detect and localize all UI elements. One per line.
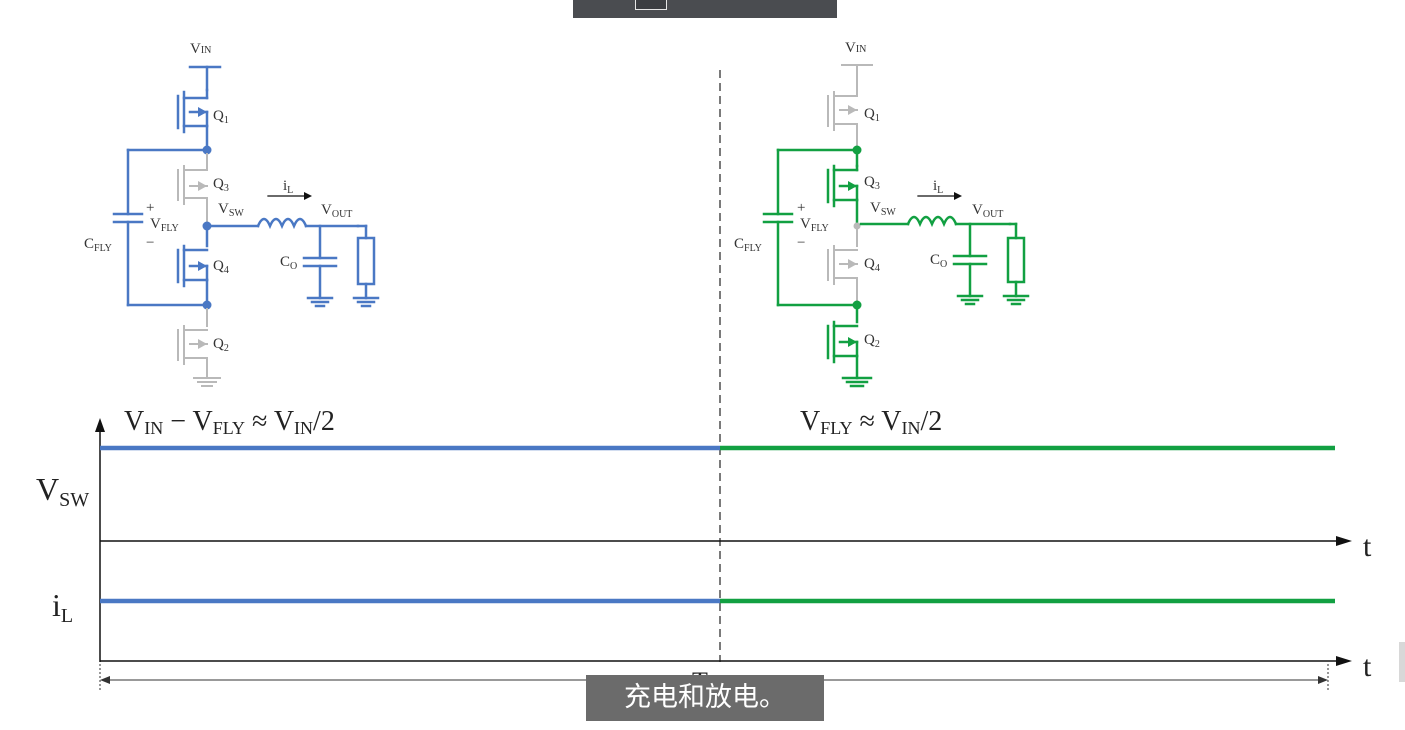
right-il-label: iL xyxy=(933,178,943,196)
right-circuit-labels: VIN Q1 Q3 Q4 Q2 iL VSW VOUT VFLY CFLY CO… xyxy=(734,40,1003,350)
control-button-icon[interactable] xyxy=(635,0,667,10)
left-cfly-label: CFLY xyxy=(84,236,112,254)
right-q3-arrow xyxy=(848,181,857,191)
left-inductor-path xyxy=(205,217,380,308)
right-vin-rail xyxy=(841,64,873,91)
right-node-sw xyxy=(853,222,861,230)
right-plus-sign: + xyxy=(797,200,805,216)
right-minus-sign: − xyxy=(797,235,805,251)
il-axis-label: iL xyxy=(52,587,73,627)
left-circuit xyxy=(112,65,380,387)
vsw-axis-label: VSW xyxy=(36,471,89,511)
left-q3-arrow xyxy=(198,181,207,191)
y-axis-arrow xyxy=(95,418,105,432)
il-time-axis-arrow xyxy=(1336,656,1352,666)
right-q1-arrow xyxy=(848,105,857,115)
left-q4-arrow xyxy=(198,261,207,271)
time-label-1: t xyxy=(1363,530,1372,563)
left-q2-arrow xyxy=(198,339,207,349)
left-q2-label: Q2 xyxy=(213,336,229,354)
right-q4-label: Q4 xyxy=(864,256,880,274)
left-il-label: iL xyxy=(283,178,293,196)
left-q4-label: Q4 xyxy=(213,258,229,276)
left-q1-label: Q1 xyxy=(213,108,229,126)
right-q2-arrow xyxy=(848,337,857,347)
right-cfly-loop xyxy=(762,148,859,307)
right-q4-arrow xyxy=(848,259,857,269)
time-label-2: t xyxy=(1363,650,1372,683)
waveform-labels: VIN − VFLY ≈ VIN/2 VFLY ≈ VIN/2 VSW iL t… xyxy=(36,406,1372,696)
left-minus-sign: − xyxy=(146,235,154,251)
right-voltage-equation: VFLY ≈ VIN/2 xyxy=(800,406,942,438)
left-circuit-labels: VIN Q1 Q3 Q4 Q2 iL VSW VOUT VFLY CFLY CO… xyxy=(84,41,352,354)
vsw-time-axis-arrow xyxy=(1336,536,1352,546)
left-voltage-equation: VIN − VFLY ≈ VIN/2 xyxy=(124,406,335,438)
left-plus-sign: + xyxy=(146,200,154,216)
right-q1-mosfet xyxy=(827,89,858,147)
left-q3-label: Q3 xyxy=(213,176,229,194)
left-vfly-label: VFLY xyxy=(150,216,179,234)
left-vout-label: VOUT xyxy=(321,202,352,220)
right-q2-label: Q2 xyxy=(864,332,880,350)
left-q1-mosfet xyxy=(176,88,209,150)
subtitle-caption: 充电和放电。 xyxy=(586,675,824,721)
left-co-label: CO xyxy=(280,254,297,272)
right-vout-label: VOUT xyxy=(972,202,1003,220)
right-circuit xyxy=(762,64,1030,388)
left-cfly-loop xyxy=(112,148,209,307)
right-vin-label: VIN xyxy=(845,40,866,56)
left-q1-arrow xyxy=(198,107,207,117)
player-toolbar xyxy=(573,0,837,18)
right-q3-label: Q3 xyxy=(864,174,880,192)
right-cfly-label: CFLY xyxy=(734,236,762,254)
left-vin-rail xyxy=(188,65,222,92)
right-q2-mosfet xyxy=(826,307,873,388)
right-co-label: CO xyxy=(930,252,947,270)
right-inductor-path xyxy=(859,215,1030,306)
edge-fragment xyxy=(1399,642,1405,682)
left-vsw-label: VSW xyxy=(218,201,244,219)
right-q1-label: Q1 xyxy=(864,106,880,124)
right-vfly-label: VFLY xyxy=(800,216,829,234)
left-vin-label: VIN xyxy=(190,41,211,57)
right-vsw-label: VSW xyxy=(870,200,896,218)
